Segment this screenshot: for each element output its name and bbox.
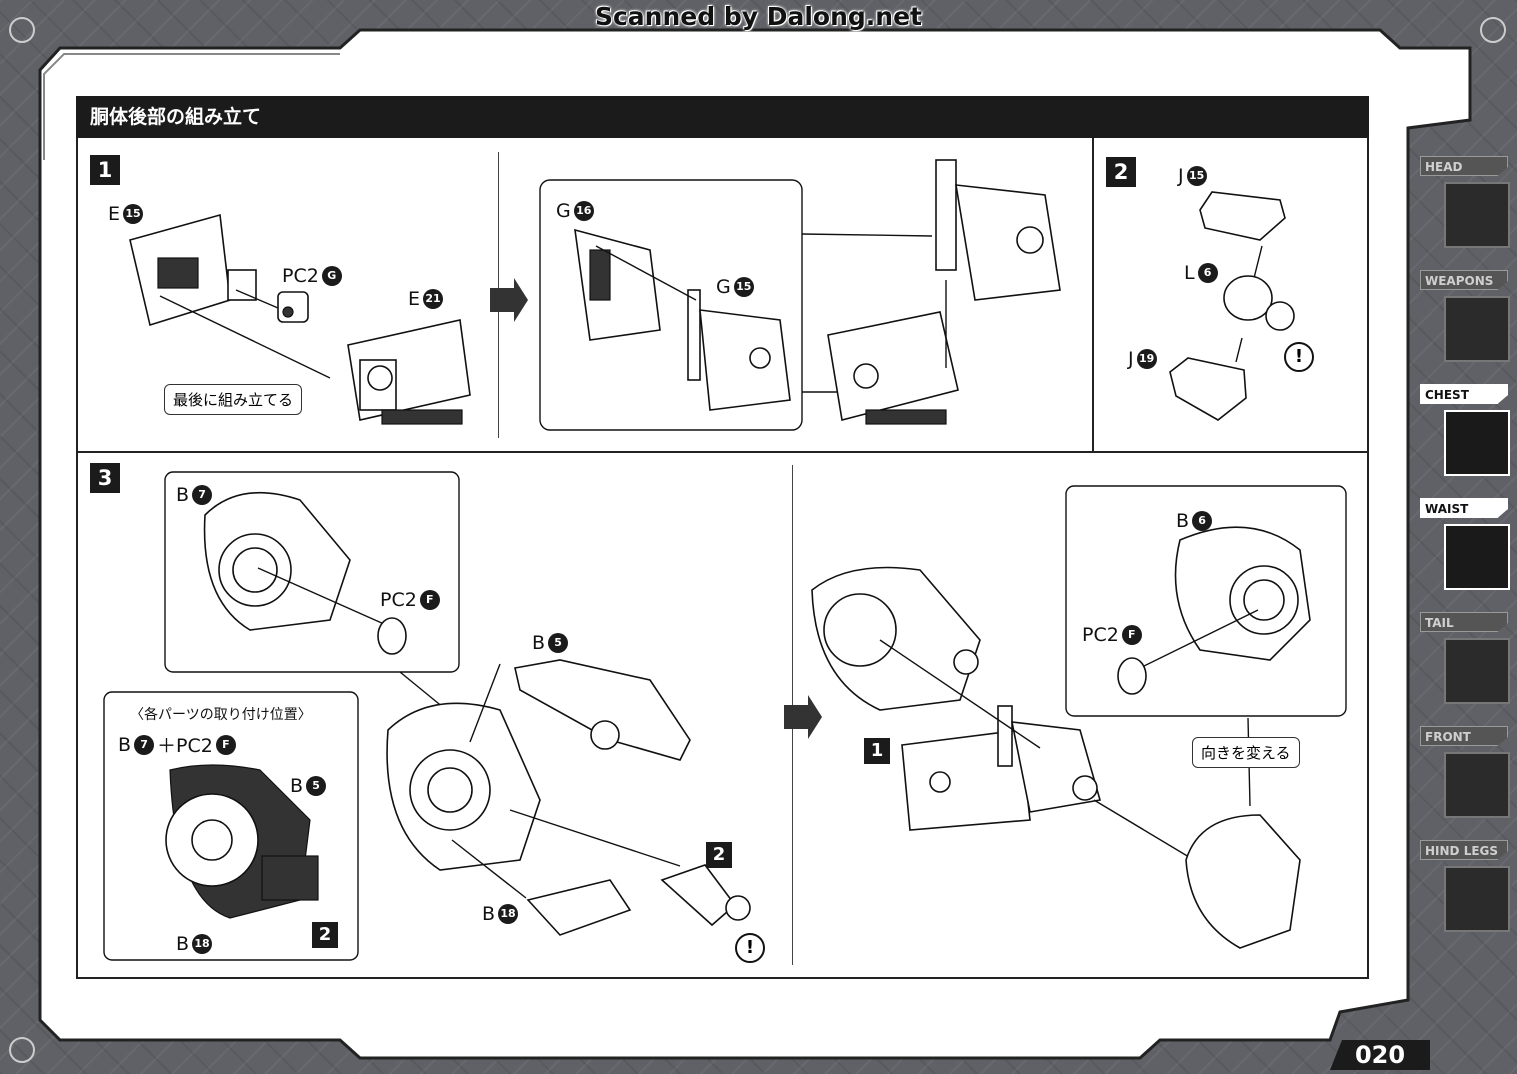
tab-hind-legs[interactable]: HIND LEGS (1416, 840, 1514, 940)
step-3-badge: 3 (90, 463, 120, 493)
part-g16-drawing (574, 228, 661, 341)
section-title: 胴体後部の組み立て (76, 96, 1369, 138)
part-2-subassembly-drawing (660, 864, 751, 927)
part-j19-drawing (1169, 357, 1247, 421)
corner-bolt-icon (9, 17, 35, 43)
detail-box-b7 (164, 471, 460, 673)
change-orientation-note: 向きを変える (1192, 737, 1300, 768)
section-sidebar: HEAD WEAPONS CHEST WAIST TAIL FRONT LEGS… (1408, 128, 1517, 988)
part-e15-drawing (129, 213, 257, 327)
tab-front-legs[interactable]: FRONT LEGS (1416, 726, 1514, 826)
next-arrow-icon-2 (784, 695, 822, 739)
part-assembled-drawing (827, 159, 1061, 425)
tab-chest[interactable]: CHEST (1416, 384, 1514, 484)
hind-legs-icon (1444, 866, 1510, 932)
step-divider (76, 451, 1369, 453)
zoom-box (539, 179, 803, 431)
part-j15-drawing (1199, 191, 1286, 241)
part-cap-drawing (1185, 814, 1301, 949)
tab-chest-label: CHEST (1420, 384, 1508, 404)
step2-divider (1092, 138, 1094, 451)
part-b7-drawing (203, 491, 351, 631)
ref-step-1-badge: 1 (864, 738, 890, 764)
tab-tail-label: TAIL (1420, 612, 1508, 632)
watermark: Scanned by Dalong.net (594, 2, 922, 31)
detail-circle (590, 720, 620, 750)
tab-tail[interactable]: TAIL (1416, 612, 1514, 712)
part-b5-drawing (514, 659, 691, 761)
step-2-badge: 2 (1106, 157, 1136, 187)
tab-weapons[interactable]: WEAPONS (1416, 270, 1514, 370)
tab-head-label: HEAD (1420, 156, 1508, 176)
head-icon (1444, 182, 1510, 248)
step-divider-bottom (76, 977, 1369, 979)
weapons-icon (1444, 296, 1510, 362)
tab-head[interactable]: HEAD (1416, 156, 1514, 256)
steps-panel (76, 138, 1369, 978)
tab-weapons-label: WEAPONS (1420, 270, 1508, 290)
tab-waist-label: WAIST (1420, 498, 1508, 518)
warning-icon-step3: ! (735, 933, 765, 963)
chest-icon (1444, 410, 1510, 476)
position-box-title: 〈各パーツの取り付け位置〉 (130, 707, 312, 723)
assembled-body-drawing (811, 566, 1102, 831)
waist-icon (1444, 524, 1510, 590)
page-number: 020 (1330, 1040, 1430, 1070)
warning-icon: ! (1284, 342, 1314, 372)
part-pc2f-right-drawing (1117, 657, 1147, 695)
assemble-last-note: 最後に組み立てる (164, 384, 303, 415)
tab-front-legs-label: FRONT LEGS (1420, 726, 1508, 746)
part-l6-drawing (1223, 275, 1295, 331)
part-g15-drawing (687, 289, 791, 411)
next-arrow-icon (490, 278, 528, 322)
detail-box-b6 (1065, 485, 1347, 717)
tab-waist[interactable]: WAIST (1416, 498, 1514, 598)
position-box (103, 691, 359, 961)
part-pc2f-drawing (377, 617, 407, 655)
tab-hind-legs-label: HIND LEGS (1420, 840, 1508, 860)
position-diagram (165, 764, 319, 919)
part-e21-drawing (347, 319, 471, 425)
front-legs-icon (1444, 752, 1510, 818)
part-pc2g-drawing (277, 291, 309, 323)
tail-icon (1444, 638, 1510, 704)
main-assembly-drawing (386, 702, 541, 871)
part-b18-drawing (526, 879, 632, 936)
step-1-badge: 1 (90, 155, 120, 185)
ref-step-2-badge-position: 2 (312, 922, 338, 948)
part-b6-drawing (1174, 526, 1311, 661)
ref-step-2-badge: 2 (706, 842, 732, 868)
